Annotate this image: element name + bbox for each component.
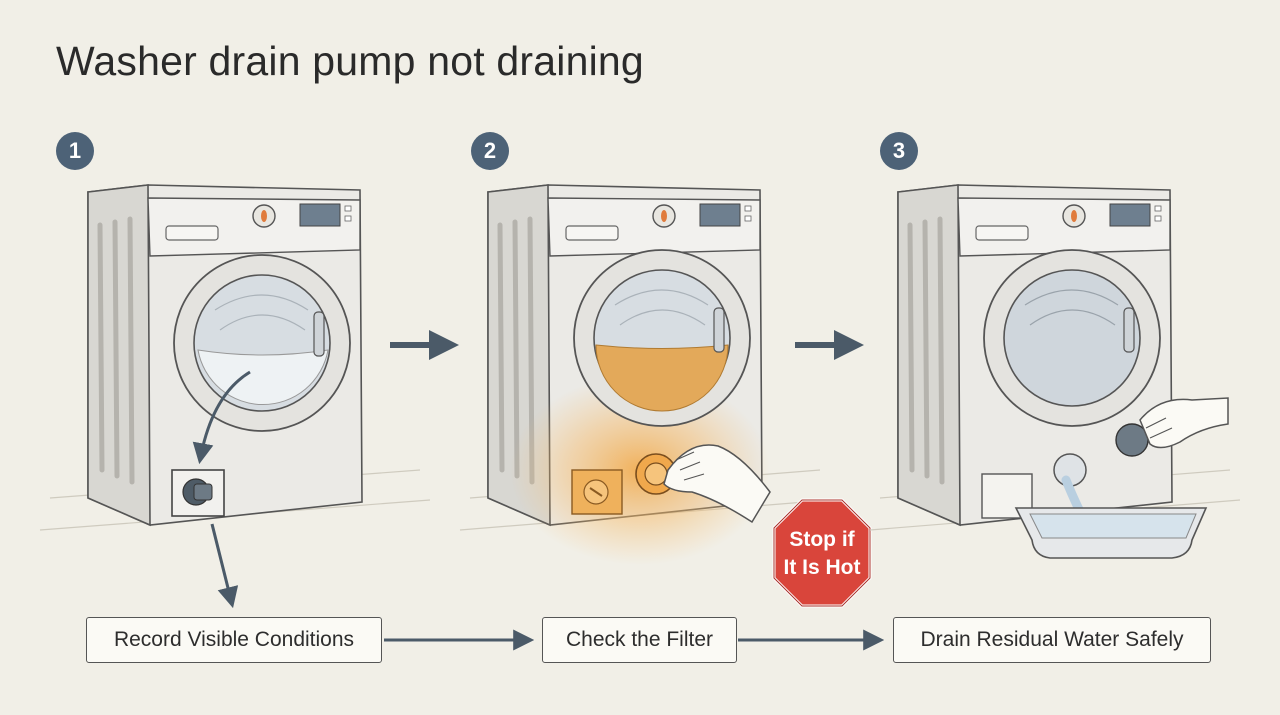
drum-water-hot	[595, 344, 729, 412]
hand-3	[1139, 397, 1229, 449]
step-3-label: Drain Residual Water Safely	[893, 617, 1211, 663]
stop-sign: Stop if It Is Hot	[772, 498, 872, 608]
washer-1	[39, 184, 431, 609]
stop-sign-line-1: Stop if	[789, 528, 855, 551]
step-3-badge: 3	[880, 132, 918, 170]
display-screen	[299, 203, 341, 227]
arrow-to-label-1	[210, 523, 239, 609]
stop-sign-line-2: It Is Hot	[784, 556, 861, 579]
drum-water	[197, 349, 329, 406]
page-title: Washer drain pump not draining	[56, 38, 644, 84]
washer-3	[869, 184, 1241, 559]
step-1-badge: 1	[56, 132, 94, 170]
step-2-badge: 2	[471, 132, 509, 170]
step-2-label: Check the Filter	[542, 617, 737, 663]
washer-2	[459, 184, 831, 565]
arrow-to-hatch	[192, 370, 251, 465]
detergent-drawer	[165, 225, 219, 241]
step-1-label: Record Visible Conditions	[86, 617, 382, 663]
hand-2	[663, 444, 771, 524]
